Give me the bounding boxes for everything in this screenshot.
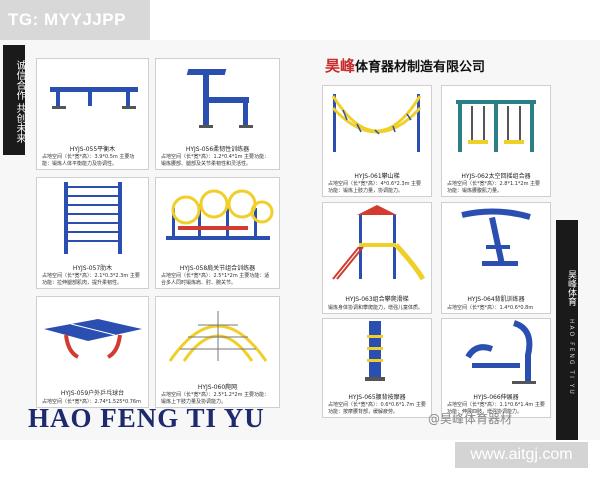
product-code: HYJS-060爬网	[197, 383, 238, 391]
massager-image	[365, 321, 385, 381]
product-code: HYJS-066伸展器	[473, 393, 519, 401]
product-desc: 占地空间（长*宽*高）：2.8*1.1*2m 主要功能：锻炼腰腹肌力量。	[447, 181, 541, 194]
brand-title: HAO FENG TI YU	[28, 403, 265, 433]
product-desc: 占地空间（长*宽*高）：2.74*1.525*0.76m	[42, 398, 141, 405]
product-code: HYJS-055平衡木	[69, 145, 116, 153]
product-code: HYJS-056柔韧性训练器	[185, 145, 250, 153]
back-trainer-image	[461, 208, 531, 266]
product-card-climbing-ladder: HYJS-061攀山梯占地空间（长*宽*高）：4*0.6*2.3m 主要功能：锻…	[322, 85, 432, 197]
watermark: @昊峰体育器材	[428, 412, 513, 426]
flexibility-trainer-image	[186, 69, 253, 128]
product-code: HYJS-061攀山梯	[354, 172, 400, 180]
product-desc: 占地空间（长*宽*高）：3.9*0.5m 主要功能：锻炼人体平衡能力及协调性。	[42, 154, 135, 167]
product-desc: 占地空间（长*宽*高）：0.6*0.6*1.7m 主要功能：按摩腰背部，缓解疲劳…	[328, 402, 426, 415]
product-code: HYJS-062太空回摇组合器	[461, 172, 531, 180]
company-brand: 昊峰	[325, 57, 356, 75]
site-url-label: www.aitgj.com	[455, 442, 588, 468]
left-slogan-strip: 诚信合作 共创未来	[3, 45, 25, 155]
product-code: HYJS-057肋木	[72, 264, 113, 272]
product-card-back-trainer: HYJS-064背肌训练器占地空间（长*宽*高）：1.4*0.6*0.8m	[441, 202, 551, 314]
ping-pong-table-image	[43, 319, 142, 359]
product-code: HYJS-064背肌训练器	[467, 296, 525, 303]
product-code: HYJS-059户外乒乓球台	[60, 390, 125, 397]
product-desc: 占地空间（长*宽*高）：1.4*0.6*0.8m	[447, 304, 534, 311]
product-desc: 占地空间（长*宽*高）：1.1*0.6*1.4m 主要功能：伸展四肢，增强协调能…	[447, 402, 545, 415]
tg-label: TG: MYYJJPP	[0, 0, 150, 40]
shoulder-trainer-image	[165, 189, 273, 240]
product-desc: 占地空间（长*宽*高）：1.2*0.4*1m 主要功能：锻炼腰部、腿部及关节柔韧…	[161, 154, 270, 167]
wall-bars-image	[63, 182, 122, 254]
product-desc: 占地空间（长*宽*高）：2.5*1*2m 主要功能：适合多人同时锻炼肩、肘、腕关…	[161, 273, 270, 286]
product-code: HYJS-063组合攀爬滑梯	[345, 296, 409, 303]
company-name: 昊峰体育器材制造有限公司	[325, 55, 485, 76]
company-rest: 体育器材制造有限公司	[355, 60, 486, 75]
space-walker-image	[456, 100, 536, 152]
climbing-slide-image	[332, 205, 426, 281]
right-strip-title: 昊峰体育	[566, 270, 576, 307]
product-card-ping-pong-table: HYJS-059户外乒乓球台占地空间（长*宽*高）：2.74*1.525*0.7…	[36, 296, 149, 408]
product-card-stretcher: HYJS-066伸展器占地空间（长*宽*高）：1.1*0.6*1.4m 主要功能…	[441, 318, 551, 418]
product-desc: 锻炼身体协调和攀爬能力，增强儿童体质。	[328, 304, 424, 311]
product-card-climbing-slide: HYJS-063组合攀爬滑梯锻炼身体协调和攀爬能力，增强儿童体质。	[322, 202, 432, 314]
product-card-climbing-net: HYJS-060爬网占地空间（长*宽*高）：2.5*1.2*2m 主要功能：锻炼…	[155, 296, 280, 408]
stretcher-image	[465, 320, 536, 384]
climbing-net-image	[168, 311, 267, 362]
product-card-wall-bars: HYJS-057肋木占地空间（长*宽*高）：2.1*0.3*2.3m 主要功能：…	[36, 177, 149, 289]
climbing-ladder-image	[331, 94, 422, 152]
product-code: HYJS-065腰背按摩器	[348, 393, 406, 401]
balance-beam-image	[49, 87, 138, 109]
product-card-massager: HYJS-065腰背按摩器占地空间（长*宽*高）：0.6*0.6*1.7m 主要…	[322, 318, 432, 418]
right-brand-strip: 昊峰体育 HAO FENG TI YU	[556, 220, 578, 440]
product-desc: 占地空间（长*宽*高）：2.1*0.3*2.3m 主要功能：拉伸腿部肌肉，提升柔…	[42, 273, 140, 286]
product-code: HYJS-058肩关节组合训练器	[179, 264, 256, 272]
product-desc: 占地空间（长*宽*高）：4*0.6*2.3m 主要功能：锻炼上肢力量，协调能力。	[328, 181, 422, 194]
product-card-flexibility-trainer: HYJS-056柔韧性训练器占地空间（长*宽*高）：1.2*0.4*1m 主要功…	[155, 58, 280, 170]
right-strip-sub: HAO FENG TI YU	[568, 319, 575, 396]
product-card-balance-beam: HYJS-055平衡木占地空间（长*宽*高）：3.9*0.5m 主要功能：锻炼人…	[36, 58, 149, 170]
product-card-space-walker: HYJS-062太空回摇组合器占地空间（长*宽*高）：2.8*1.1*2m 主要…	[441, 85, 551, 197]
product-card-shoulder-trainer: HYJS-058肩关节组合训练器占地空间（长*宽*高）：2.5*1*2m 主要功…	[155, 177, 280, 289]
product-desc: 占地空间（长*宽*高）：2.5*1.2*2m 主要功能：锻炼上下肢力量及协调能力…	[161, 392, 270, 405]
